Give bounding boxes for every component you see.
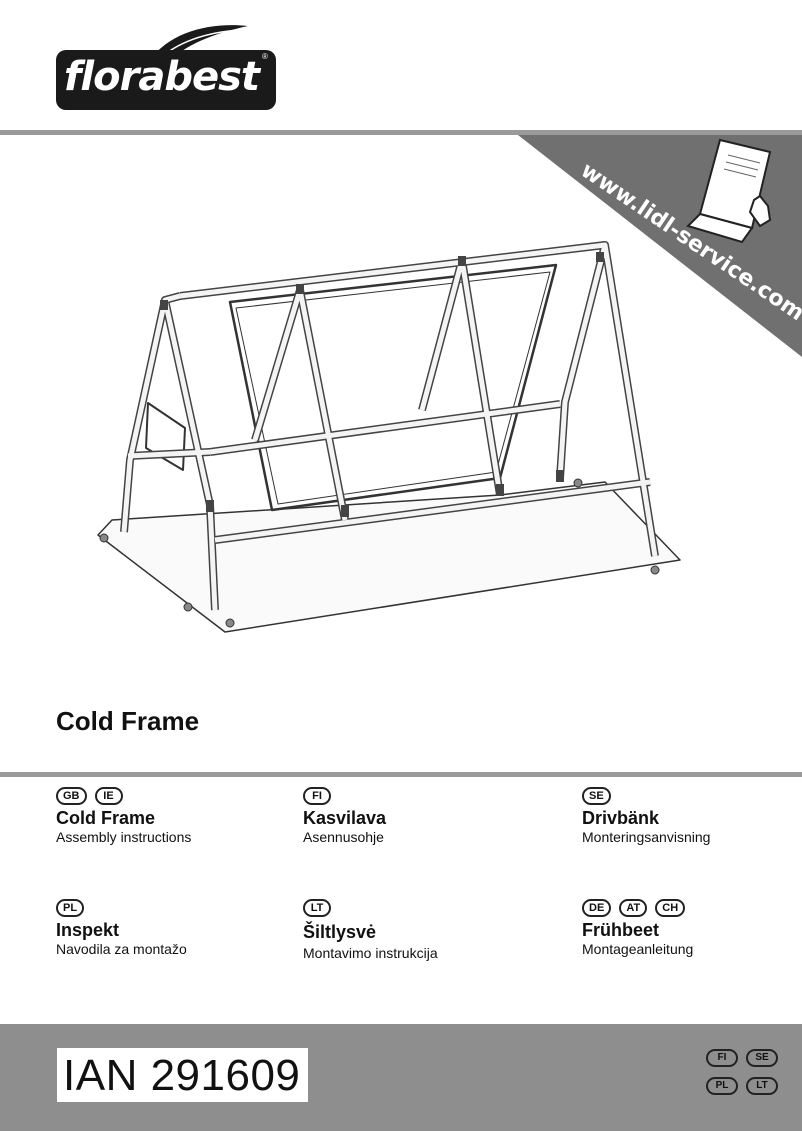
- language-subtitle: Montavimo instrukcija: [303, 945, 438, 961]
- language-subtitle: Navodila za montažo: [56, 941, 187, 957]
- country-badge-de: DE: [582, 899, 612, 917]
- footer-badge-lt: LT: [746, 1077, 778, 1095]
- country-badge-ie: IE: [94, 787, 123, 805]
- brand-name: florabest: [64, 54, 260, 100]
- registered-mark: ®: [262, 52, 268, 61]
- country-badge-ch: CH: [655, 899, 686, 917]
- footer-country-badges: FI SE PL LT: [706, 1049, 778, 1095]
- language-block-se: SE Drivbänk Monteringsanvisning: [582, 787, 802, 846]
- language-title: Inspekt: [56, 920, 120, 940]
- footer-badge-fi: FI: [706, 1049, 738, 1067]
- language-block-gb: GB IE Cold Frame Assembly instructions: [56, 787, 296, 846]
- language-title: Kasvilava: [303, 808, 387, 828]
- middle-divider: [0, 772, 802, 777]
- language-title: Cold Frame: [56, 808, 156, 828]
- country-badge-at: AT: [619, 899, 648, 917]
- language-title: Frühbeet: [582, 920, 660, 940]
- footer-bar: IAN 291609 FI SE PL LT: [0, 1024, 802, 1131]
- language-block-fi: FI Kasvilava Asennusohje: [303, 787, 543, 846]
- language-subtitle: Asennusohje: [303, 829, 384, 845]
- product-title: Cold Frame: [56, 706, 200, 736]
- language-subtitle: Montageanleitung: [582, 941, 694, 957]
- lidl-service-banner: [518, 135, 802, 357]
- language-title: Šiltlysvė: [303, 922, 377, 942]
- ian-number: IAN 291609: [63, 1051, 301, 1100]
- cold-frame-illustration: [97, 241, 681, 633]
- language-subtitle: Assembly instructions: [56, 829, 192, 845]
- country-badge-pl: PL: [56, 899, 85, 917]
- country-badge-lt: LT: [303, 899, 331, 917]
- country-badge-fi: FI: [303, 787, 331, 805]
- language-title: Drivbänk: [582, 808, 660, 828]
- top-divider: [0, 130, 802, 135]
- language-block-pl: PL Inspekt Navodila za montažo: [56, 899, 296, 958]
- footer-badge-se: SE: [746, 1049, 778, 1067]
- country-badge-gb: GB: [56, 787, 87, 805]
- language-block-de: DE AT CH Frühbeet Montageanleitung: [582, 899, 802, 958]
- brand-logo: florabest ®: [56, 22, 276, 112]
- language-block-lt: LT Šiltlysvė Montavimo instrukcija: [303, 899, 543, 962]
- language-subtitle: Monteringsanvisning: [582, 829, 711, 845]
- ian-label-box: IAN 291609: [57, 1048, 309, 1102]
- country-badge-se: SE: [582, 787, 611, 805]
- laptop-pdf-icon: [686, 138, 772, 244]
- logo-background: [56, 50, 276, 110]
- footer-badge-pl: PL: [706, 1077, 738, 1095]
